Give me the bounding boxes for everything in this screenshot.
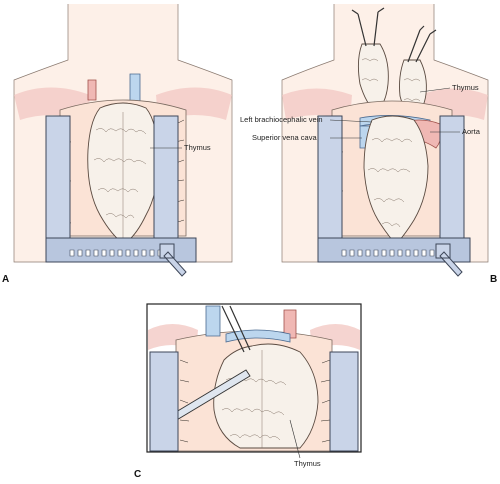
panel-c-retractor-right-blade [329, 351, 359, 452]
panel-a-carotid-artery [87, 79, 97, 101]
panel-b-thymus-label: Thymus [452, 83, 479, 92]
panel-c-thymus-leader [289, 419, 301, 459]
panel-b-thymus-texture [361, 58, 421, 228]
panel-a-retractor-left-blade [45, 115, 71, 239]
panel-b-superior-vena-cava-label: Superior vena cava [252, 133, 317, 142]
panel-a-retractor-crank [159, 243, 187, 277]
panel-a: Thymus A [2, 4, 233, 285]
panel-b-clamp-left [351, 7, 385, 47]
panel-b-retractor-crank [435, 243, 463, 277]
panel-c-vein [205, 305, 221, 337]
panel-b-retractor-left-blade [317, 115, 343, 239]
panel-c-thymus-gland [213, 343, 319, 449]
panel-a-thymus-texture [93, 112, 147, 240]
panel-b: Thymus Left brachiocephalic vein Superio… [240, 4, 497, 285]
panel-a-retractor-teeth [69, 249, 163, 257]
panel-c-wound-edges [179, 359, 331, 443]
panel-b-retractor-teeth [341, 249, 435, 257]
panel-b-aorta-label: Aorta [462, 127, 481, 136]
panel-c-thymus-texture [221, 350, 287, 448]
panel-c-forceps [221, 305, 251, 353]
panel-b-thymus-leader [419, 87, 451, 93]
panel-c: Thymus C [134, 303, 362, 480]
panel-a-thymus-label: Thymus [184, 143, 211, 152]
panel-c-thymus-label: Thymus [294, 459, 321, 468]
panel-b-letter: B [490, 274, 497, 285]
panel-b-left-brachiocephalic-vein-label: Left brachiocephalic vein [240, 115, 323, 124]
panel-a-jugular-vein [129, 73, 141, 103]
panel-a-retractor-right-blade [153, 115, 179, 239]
panel-a-letter: A [2, 274, 9, 285]
panel-b-thymus-gland [363, 115, 429, 245]
panel-c-letter: C [134, 469, 141, 480]
panel-b-retractor-right-blade [439, 115, 465, 239]
panel-c-artery [283, 309, 297, 339]
panel-b-left-brachiocephalic-vein-leader [329, 119, 373, 123]
panel-c-retractor-left-blade [149, 351, 179, 452]
panel-b-clamp-right [407, 25, 437, 63]
